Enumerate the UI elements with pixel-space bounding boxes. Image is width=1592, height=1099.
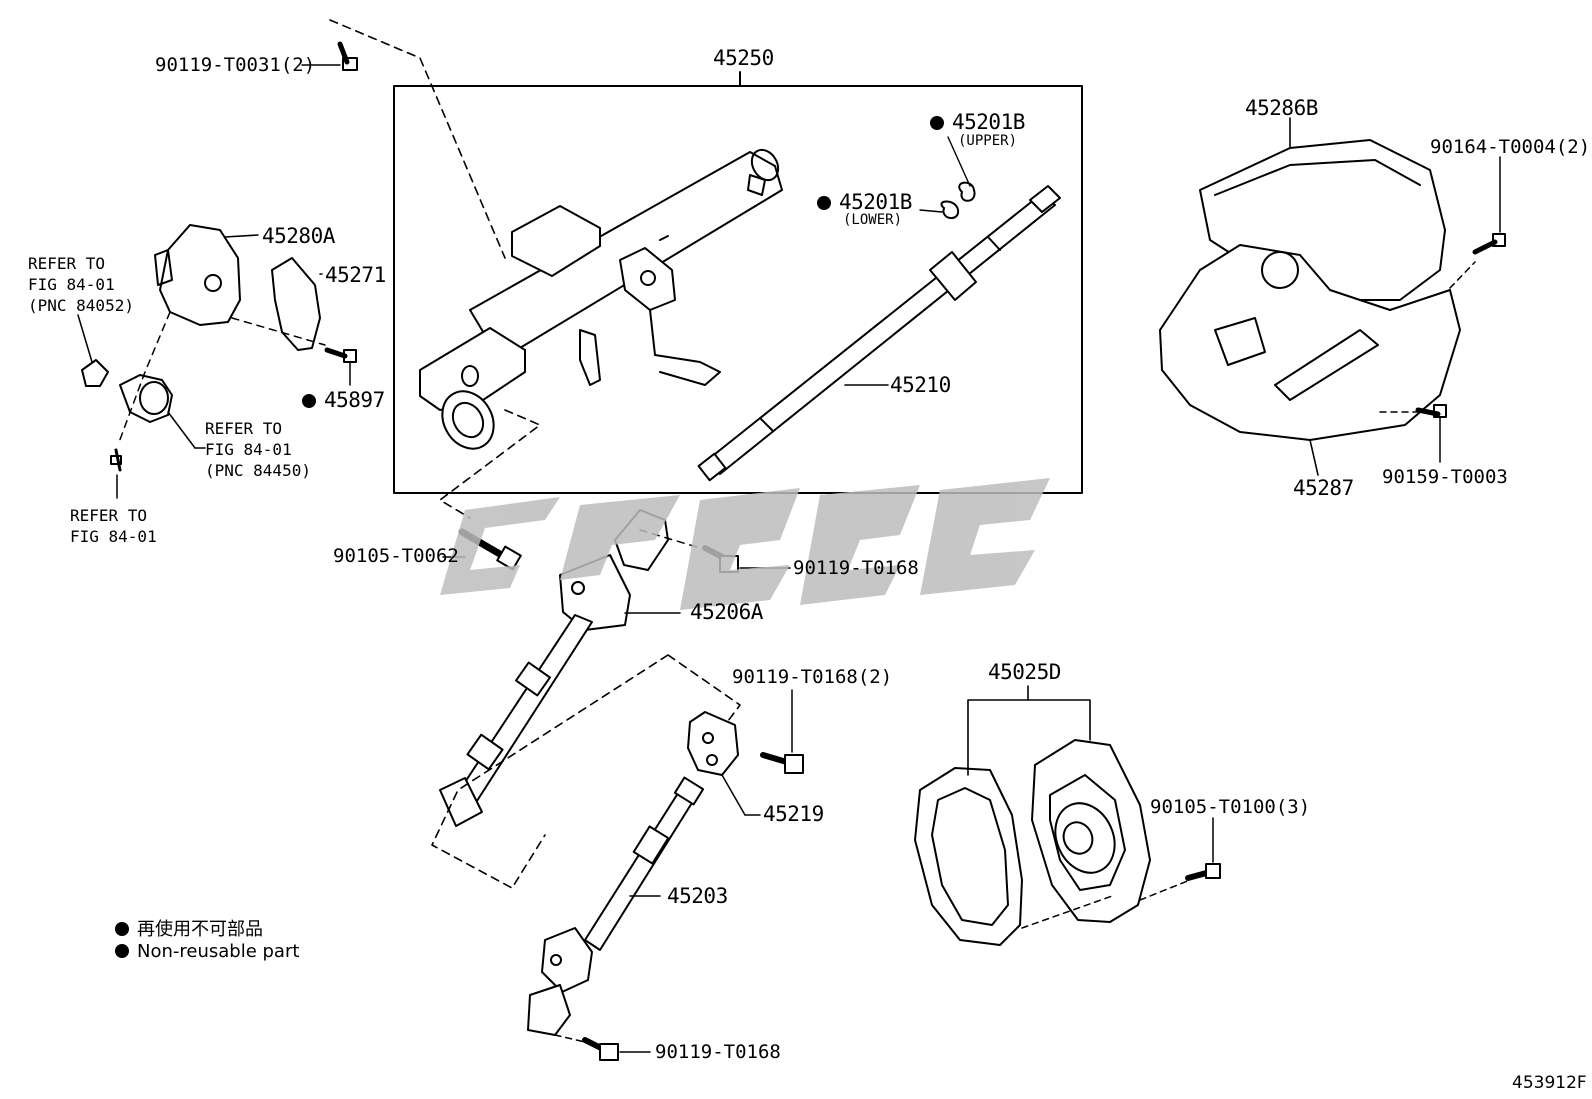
label-90105-t0062: 90105-T0062 (333, 545, 459, 567)
switch-84450 (119, 374, 173, 423)
watermark (440, 478, 1050, 610)
legend-dot (115, 922, 129, 936)
label-45201b-upper: 45201B (930, 112, 1025, 133)
key-cylinder-housing-45280a (154, 224, 259, 326)
bolt-90119-t0031 (337, 41, 358, 71)
label-45287: 45287 (1293, 476, 1354, 500)
plate-45025d-right (1031, 739, 1151, 923)
label-45203: 45203 (667, 884, 728, 908)
legend-japanese-text: 再使用不可部品 (137, 919, 263, 940)
clip-45201b-lower (940, 200, 960, 219)
label-90164-t0004: 90164-T0004(2) (1430, 136, 1591, 158)
label-90119-t0031: 90119-T0031(2) (155, 54, 316, 76)
label-45897: 45897 (302, 390, 385, 411)
diagram-code: 453912F (1512, 1073, 1587, 1093)
clip-45201b-upper (958, 181, 976, 202)
label-ref-84: REFER TO FIG 84-01 (70, 506, 157, 546)
label-45201b-lower-text: 45201B (839, 190, 912, 214)
bolt-45897 (324, 347, 357, 386)
label-lower: (LOWER) (843, 212, 903, 228)
screw-90164-t0004 (1472, 233, 1506, 255)
screw-90159-t0003 (1415, 404, 1447, 418)
screw-ref-84 (110, 448, 122, 499)
bolt-90119-t0168-b (582, 1037, 619, 1061)
legend-english-text: Non-reusable part (137, 941, 300, 962)
lower-cover-45287 (1159, 244, 1461, 441)
label-90119-t0168-2: 90119-T0168(2) (732, 666, 893, 688)
lower-shaft-45203 (527, 776, 705, 1036)
label-45201b-lower: 45201B (817, 192, 912, 213)
steering-column-tube (419, 148, 783, 450)
steering-shaft-45210 (697, 185, 1061, 482)
label-90119-t0168-a: 90119-T0168 (793, 557, 919, 579)
label-45025d: 45025D (988, 660, 1061, 684)
label-45271: 45271 (325, 263, 386, 287)
legend-dot (115, 944, 129, 958)
cover-45271 (271, 257, 321, 351)
label-45210: 45210 (890, 373, 951, 397)
non-reusable-dot (302, 394, 316, 408)
non-reusable-dot (930, 116, 944, 130)
label-45219: 45219 (763, 802, 824, 826)
label-90105-t0100: 90105-T0100(3) (1150, 796, 1311, 818)
label-45250: 45250 (713, 46, 774, 70)
non-reusable-dot (817, 196, 831, 210)
label-45286b: 45286B (1245, 96, 1318, 120)
connector-84052 (81, 359, 109, 387)
label-ref-84052: REFER TO FIG 84-01 (PNC 84052) (28, 254, 134, 315)
label-90119-t0168-b: 90119-T0168 (655, 1041, 781, 1063)
label-ref-84450: REFER TO FIG 84-01 (PNC 84450) (205, 419, 311, 480)
label-upper: (UPPER) (958, 133, 1018, 149)
assembly-box-45250 (393, 85, 1083, 494)
bolt-90105-t0100 (1185, 863, 1221, 881)
label-45897-text: 45897 (324, 388, 385, 412)
plate-45025d-left (914, 767, 1023, 946)
label-90159-t0003: 90159-T0003 (1382, 466, 1508, 488)
label-45206a: 45206A (690, 600, 763, 624)
bolt-90119-t0168-2 (760, 752, 804, 774)
label-45201b-upper-text: 45201B (952, 110, 1025, 134)
label-45280a: 45280A (262, 224, 335, 248)
legend-english: Non-reusable part (115, 941, 299, 962)
yoke-45219 (687, 711, 739, 776)
legend-japanese: 再使用不可部品 (115, 915, 263, 941)
